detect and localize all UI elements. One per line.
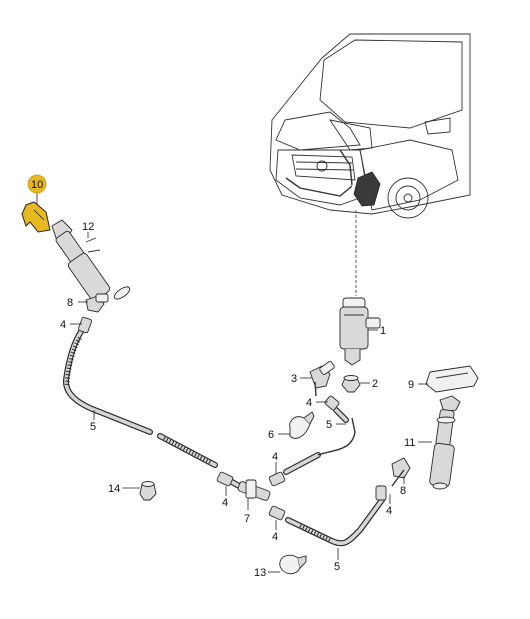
highlighted-bracket-10 [21, 201, 51, 233]
callout-3: 3 [291, 373, 297, 385]
washer-pump [339, 297, 381, 366]
washer-hose-lines [63, 327, 405, 547]
callout-5-lower: 5 [334, 561, 340, 573]
callout-5-pump: 5 [326, 419, 332, 431]
callout-labels: 1 2 3 4 4 4 4 4 4 5 5 5 6 7 8 8 9 10 11 … [27, 174, 415, 579]
callout-4-left: 4 [60, 319, 66, 331]
callout-10: 10 [31, 179, 43, 191]
pump-grommet [341, 375, 361, 393]
callout-leader-lines [36, 192, 432, 573]
callout-8-right: 8 [400, 485, 406, 497]
callout-5-left: 5 [90, 421, 96, 433]
telescopic-nozzle-right [429, 395, 461, 490]
washer-cover-9 [425, 365, 479, 393]
callout-4-centre-lower: 4 [272, 531, 278, 543]
callout-4-right: 4 [386, 505, 392, 517]
callout-4-centre-upper: 4 [272, 451, 278, 463]
callout-10-highlight [27, 174, 47, 194]
vehicle-illustration [269, 33, 471, 219]
callout-9: 9 [408, 379, 414, 391]
grommet-14 [139, 481, 157, 501]
callout-2: 2 [372, 378, 378, 390]
callout-4-pump: 4 [306, 397, 312, 409]
callout-8-left: 8 [67, 297, 73, 309]
hose-clip-6 [289, 411, 315, 439]
elbow-connector-3 [309, 361, 335, 389]
hose-connectors [78, 316, 387, 521]
callout-7: 7 [244, 513, 250, 525]
callout-12: 12 [82, 221, 94, 233]
callout-1: 1 [380, 325, 386, 337]
callout-4-centre-left: 4 [222, 497, 228, 509]
t-piece-connector [237, 479, 271, 501]
callout-14: 14 [108, 483, 120, 495]
callout-6: 6 [268, 429, 274, 441]
elbow-connector-8-left [85, 293, 109, 313]
hose-clip-13 [279, 554, 307, 575]
elbow-connector-8-right [391, 457, 411, 479]
callout-13: 13 [254, 567, 266, 579]
callout-11: 11 [404, 437, 415, 449]
